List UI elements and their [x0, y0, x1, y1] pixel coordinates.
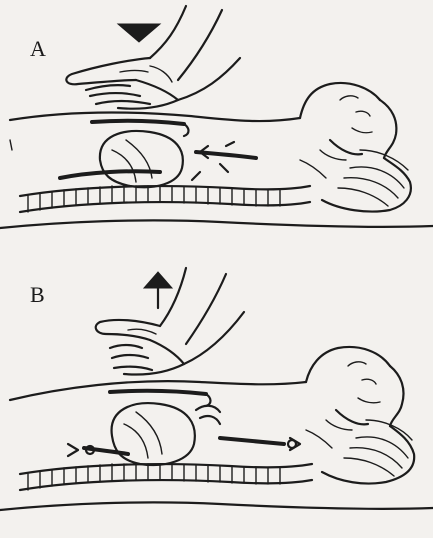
arrow-up-icon [144, 272, 172, 308]
arrow-down-icon [118, 24, 160, 42]
airway [68, 438, 300, 456]
rescuer-hands [66, 6, 240, 109]
ground-line [0, 220, 433, 228]
patient-body [10, 347, 414, 484]
spine [20, 171, 310, 212]
rescuer-hands [96, 268, 244, 375]
panel-b: B [0, 260, 433, 538]
airway [192, 142, 256, 180]
sternum-and-heart [92, 121, 189, 188]
panel-a: A [0, 0, 433, 260]
panel-b-illustration [0, 260, 433, 538]
spine [20, 464, 312, 490]
tick-mark [10, 140, 12, 150]
panel-a-illustration [0, 0, 433, 260]
ground-line [0, 502, 433, 510]
patient-body [10, 83, 411, 212]
